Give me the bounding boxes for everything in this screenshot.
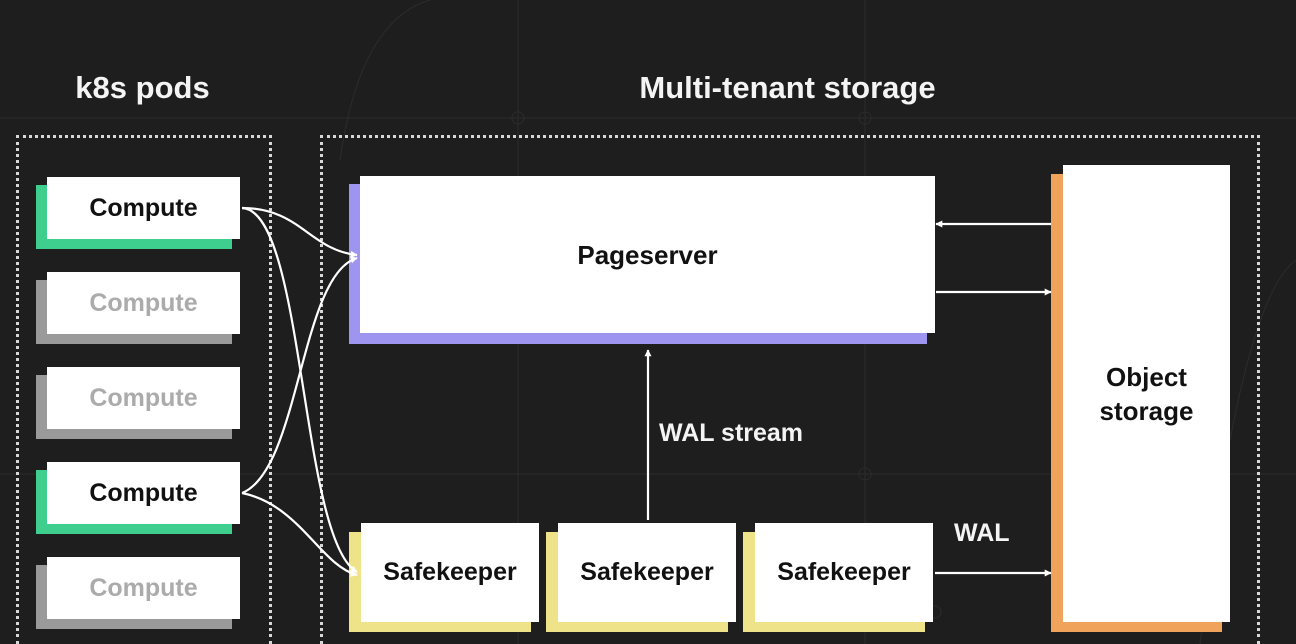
compute-label: Compute [89,383,198,412]
wal-label: WAL [954,519,1010,547]
compute-label: Compute [89,478,198,507]
safekeeper-card[interactable]: Safekeeper [755,523,933,622]
object-storage-card[interactable]: Object storage [1063,165,1230,622]
multi-tenant-storage-heading: Multi-tenant storage [639,70,936,105]
pageserver-card[interactable]: Pageserver [360,176,935,333]
compute-card[interactable]: Compute [47,557,240,619]
wal-stream-label: WAL stream [659,419,804,447]
compute-label: Compute [89,288,198,317]
compute-card[interactable]: Compute [47,272,240,334]
k8s-pods-group [16,135,272,644]
compute-label: Compute [89,573,198,602]
compute-card[interactable]: Compute [47,367,240,429]
safekeeper-label: Safekeeper [580,558,714,586]
compute-to-pageserver-connector [241,206,358,258]
safekeeper-card[interactable]: Safekeeper [558,523,736,622]
multi-tenant-storage-group [320,135,1260,644]
compute-card[interactable]: Compute [47,177,240,239]
k8s-pods-heading: k8s pods [75,70,210,105]
compute-to-safekeeper-connector [241,206,358,573]
pageserver-label: Pageserver [577,240,718,270]
compute-card[interactable]: Compute [47,462,240,524]
safekeeper-card[interactable]: Safekeeper [361,523,539,622]
compute-label: Compute [89,193,198,222]
object-storage-label: Object storage [1099,361,1194,426]
compute-to-safekeeper-connector [241,491,358,577]
compute-to-pageserver-connector [241,256,358,495]
safekeeper-label: Safekeeper [777,558,911,586]
safekeeper-label: Safekeeper [383,558,517,586]
